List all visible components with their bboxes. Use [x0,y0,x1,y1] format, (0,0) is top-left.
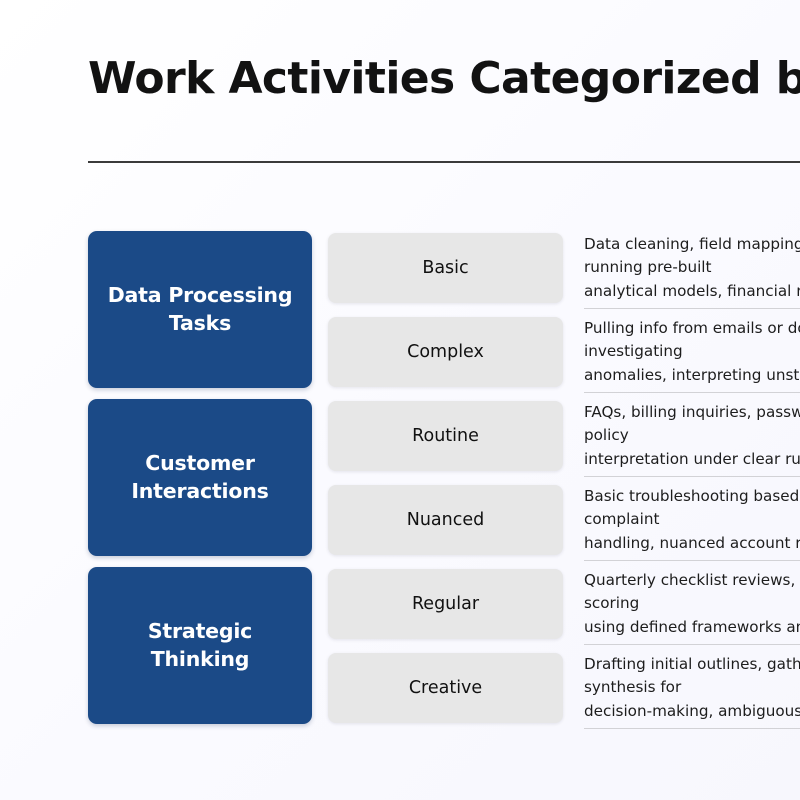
category-card-strategic-thinking[interactable]: Strategic Thinking [88,567,312,724]
description-cell-regular: Quarterly checklist reviews, weekly stat… [584,569,800,639]
category-label: Strategic Thinking [147,618,253,671]
level-label: Basic [422,257,469,278]
description-separator [584,476,800,477]
level-chip-nuanced[interactable]: Nuanced [328,485,563,555]
level-label: Complex [407,341,484,362]
description-separator [584,560,800,561]
level-chip-creative[interactable]: Creative [328,653,563,723]
description-text: FAQs, billing inquiries, password resets… [584,403,800,468]
level-label: Regular [411,593,480,614]
title-divider [88,161,800,163]
level-label: Routine [412,425,479,446]
level-chip-regular[interactable]: Regular [328,569,563,639]
description-cell-creative: Drafting initial outlines, gathering sup… [584,653,800,723]
title-block: Work Activities Categorized by Level [88,53,800,104]
level-chip-routine[interactable]: Routine [328,401,563,471]
level-label: Nuanced [406,509,485,530]
description-cell-complex: Pulling info from emails or documents wi… [584,317,800,387]
category-label: Customer Interactions [131,450,269,503]
description-separator [584,308,800,309]
category-label: Data Processing Tasks [107,282,293,335]
description-text: Data cleaning, field mapping, standard r… [584,235,800,300]
description-text: Quarterly checklist reviews, weekly stat… [584,571,800,636]
description-text: Drafting initial outlines, gathering sup… [584,655,800,720]
description-separator [584,728,800,729]
level-chip-basic[interactable]: Basic [328,233,563,303]
description-separator [584,392,800,393]
description-cell-basic: Data cleaning, field mapping, standard r… [584,233,800,303]
page-title: Work Activities Categorized by Level [88,53,800,104]
description-separator [584,644,800,645]
category-card-customer-interactions[interactable]: Customer Interactions [88,399,312,556]
level-chip-complex[interactable]: Complex [328,317,563,387]
category-card-data-processing-tasks[interactable]: Data Processing Tasks [88,231,312,388]
level-label: Creative [408,677,483,698]
description-cell-routine: FAQs, billing inquiries, password resets… [584,401,800,471]
description-text: Pulling info from emails or documents wi… [584,319,800,384]
description-cell-nuanced: Basic troubleshooting based on documente… [584,485,800,555]
description-text: Basic troubleshooting based on documente… [584,487,800,552]
